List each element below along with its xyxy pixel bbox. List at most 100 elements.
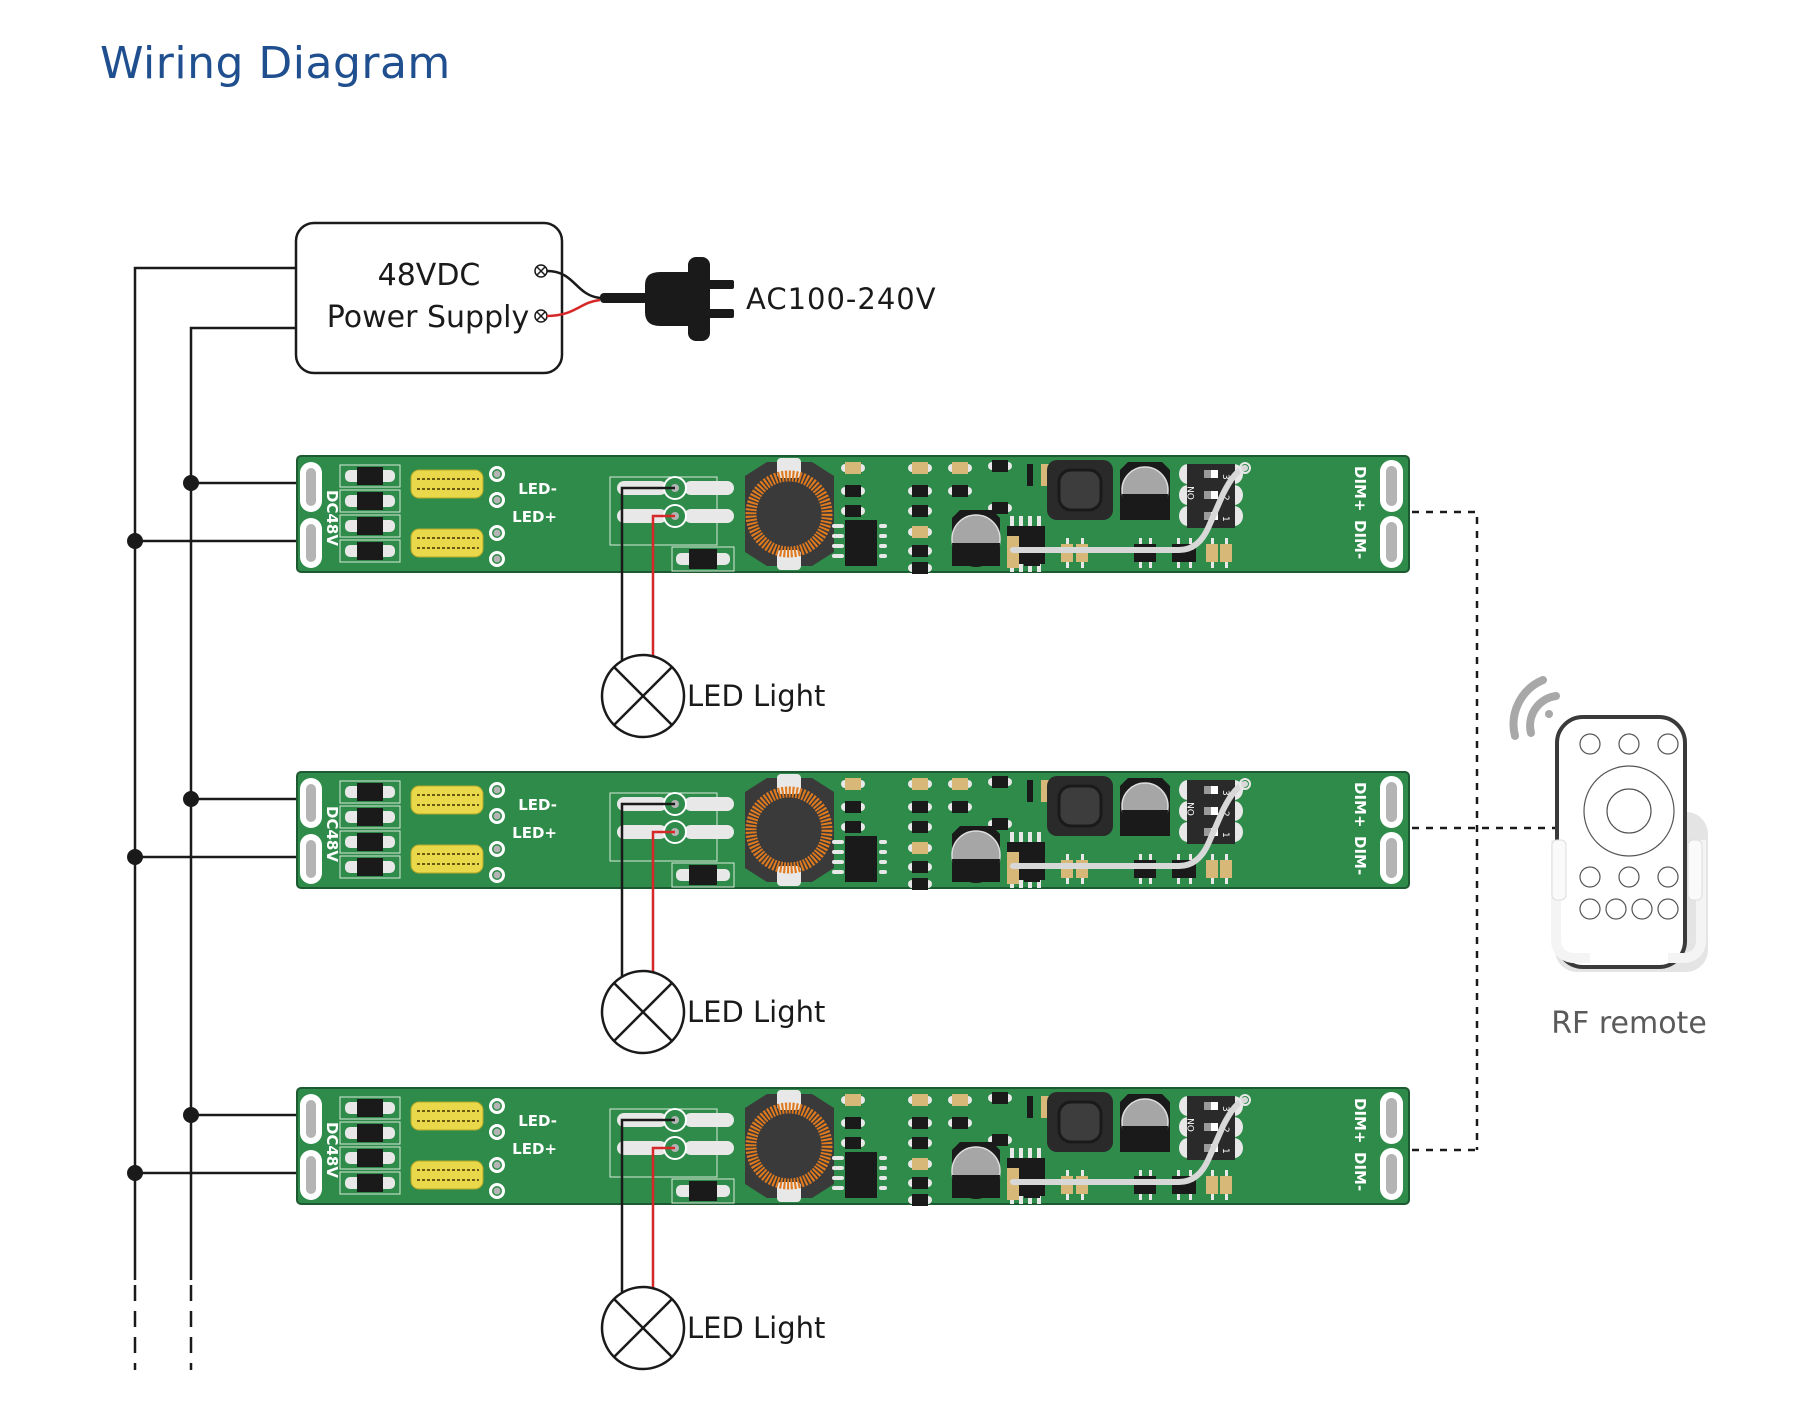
ic-pin xyxy=(832,870,844,874)
remote-button xyxy=(1579,866,1601,888)
junction-dot xyxy=(183,1107,199,1123)
dip-position-label: 3 xyxy=(1220,474,1230,480)
smd-component xyxy=(912,861,928,873)
input-label: DC48V xyxy=(323,1122,341,1178)
remote-button xyxy=(1657,866,1679,888)
ic-pin xyxy=(1019,1148,1023,1158)
dip-toggle-slot xyxy=(1204,491,1211,499)
dip-toggle-slot xyxy=(1204,1102,1211,1110)
led-wire-positive xyxy=(651,830,675,976)
led-terminal-pad xyxy=(684,797,734,811)
bus-positive-wire xyxy=(189,326,296,1280)
smd-component xyxy=(1041,464,1049,486)
ic-pin xyxy=(879,840,887,844)
ic-pin xyxy=(879,544,887,548)
dip-toggle-slot xyxy=(1204,807,1211,815)
led-lamp-icon xyxy=(600,653,686,739)
dip-position-label: 2 xyxy=(1220,811,1230,817)
power-inductor-core xyxy=(1057,468,1103,512)
dim-pad-contact xyxy=(1386,838,1397,878)
dip-position-label: 1 xyxy=(1220,832,1230,838)
ic-pin xyxy=(832,534,844,538)
dim-pos-label: DIM+ xyxy=(1351,782,1369,828)
diode-outline xyxy=(339,539,401,563)
antenna-wire xyxy=(1010,1097,1248,1185)
lamp-cross xyxy=(613,1298,673,1358)
smd-component xyxy=(912,878,928,890)
ic-pin xyxy=(1019,1196,1023,1204)
ic-pin xyxy=(879,860,887,864)
remote-center-button xyxy=(1606,788,1652,834)
ic-chip xyxy=(845,836,877,882)
led-neg-label: LED- xyxy=(518,480,557,498)
dip-position-label: 3 xyxy=(1220,790,1230,796)
remote-holder-clip xyxy=(1551,840,1706,963)
smd-component xyxy=(912,545,928,557)
antenna-tip xyxy=(1239,778,1251,790)
smd-component xyxy=(912,1117,928,1129)
diode-outline xyxy=(339,489,401,513)
ic-pin xyxy=(1010,1148,1014,1158)
diode-outline xyxy=(671,1178,735,1204)
smd-component xyxy=(912,1137,928,1149)
inductor-coil xyxy=(745,786,833,874)
diode xyxy=(357,1124,383,1142)
capacitor-marking xyxy=(417,794,479,806)
diode xyxy=(357,1099,383,1117)
test-point-center xyxy=(493,871,501,879)
test-point-center xyxy=(493,845,501,853)
diode xyxy=(357,783,383,801)
dip-toggle-slot xyxy=(1204,1144,1211,1152)
dip-on-label: ON xyxy=(1187,486,1197,500)
smd-component xyxy=(992,502,1008,514)
ic-pin xyxy=(1037,832,1041,842)
junction-dot xyxy=(127,849,143,865)
ic-pin xyxy=(1019,564,1023,572)
input-pad-contact xyxy=(306,784,316,822)
dip-position-label: 2 xyxy=(1220,1127,1230,1133)
led-neg-label: LED- xyxy=(518,796,557,814)
diode xyxy=(357,1174,383,1192)
test-point-center xyxy=(493,529,501,537)
test-point-center xyxy=(493,1187,501,1195)
led-wire-negative xyxy=(620,802,675,976)
capacitor-stripe xyxy=(1122,1126,1168,1149)
led-wire-negative xyxy=(620,486,675,660)
ic-pin xyxy=(1037,1148,1041,1158)
ic-pin xyxy=(832,1186,844,1190)
ic-pin xyxy=(1028,564,1032,572)
test-point-center xyxy=(493,812,501,820)
smd-component xyxy=(992,1092,1008,1104)
lamp-cross xyxy=(613,982,673,1042)
ic-pin xyxy=(832,1176,844,1180)
led-terminal-pad xyxy=(684,1141,734,1155)
diode xyxy=(689,1181,717,1201)
smd-component xyxy=(912,778,928,790)
led-pos-label: LED+ xyxy=(512,824,557,842)
remote-button xyxy=(1579,898,1601,920)
smd-component xyxy=(912,485,928,497)
rf-link-board-1 xyxy=(1412,510,1479,1150)
smd-component xyxy=(1206,860,1218,878)
input-pad-contact xyxy=(306,840,316,878)
dim-pos-label: DIM+ xyxy=(1351,1098,1369,1144)
ic-pin xyxy=(1019,516,1023,526)
power-supply: 48VDC Power Supply AC100-240V xyxy=(294,221,936,375)
ic-pin xyxy=(832,524,844,528)
smd-component xyxy=(912,1094,928,1106)
capacitor-stripe xyxy=(952,543,1000,567)
test-point-center xyxy=(493,555,501,563)
led-terminal-pad xyxy=(684,825,734,839)
diode xyxy=(357,492,383,510)
psu-terminal-icon xyxy=(534,264,548,323)
ic-chip xyxy=(845,1152,877,1198)
diode xyxy=(357,1149,383,1167)
led-terminal-pad xyxy=(684,509,734,523)
diode-outline xyxy=(339,1096,401,1120)
smd-component xyxy=(912,1177,928,1189)
capacitor-stripe xyxy=(1122,494,1168,517)
